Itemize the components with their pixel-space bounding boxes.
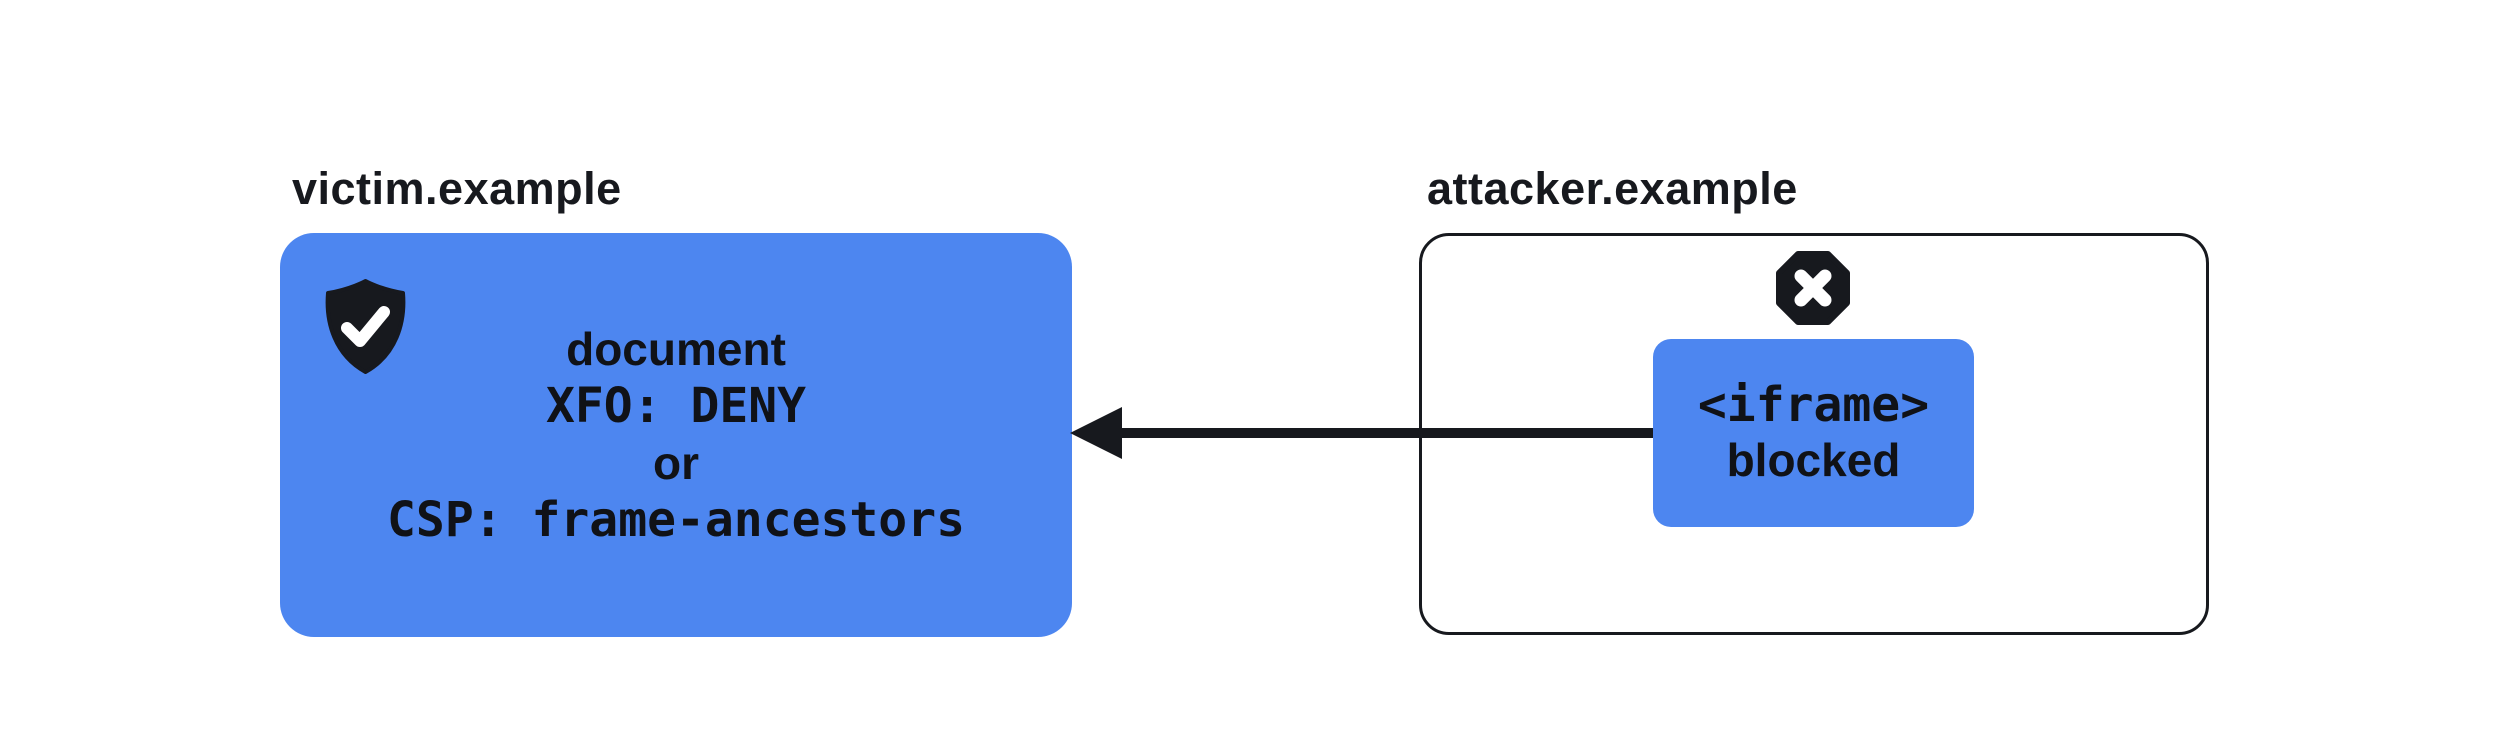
blocked-iframe-box: <iframe> blocked [1653, 339, 1974, 527]
iframe-box-line: <iframe> [1697, 377, 1930, 433]
iframe-box-line: blocked [1726, 434, 1901, 486]
shield-check-icon [325, 279, 406, 374]
attacker-page-card: <iframe> blocked [1419, 233, 2209, 635]
blocked-cross-icon [1776, 251, 1850, 325]
attacker-domain-label: attacker.example [1427, 163, 1798, 214]
victim-card-line: XFO: DENY [545, 378, 807, 434]
victim-card-line: CSP: frame-ancestors [387, 492, 965, 548]
victim-domain-label: victim.example [292, 163, 622, 214]
victim-card-line: document [566, 323, 786, 375]
victim-card-line: or [653, 437, 699, 489]
victim-document-card: document XFO: DENY or CSP: frame-ancesto… [280, 233, 1072, 637]
